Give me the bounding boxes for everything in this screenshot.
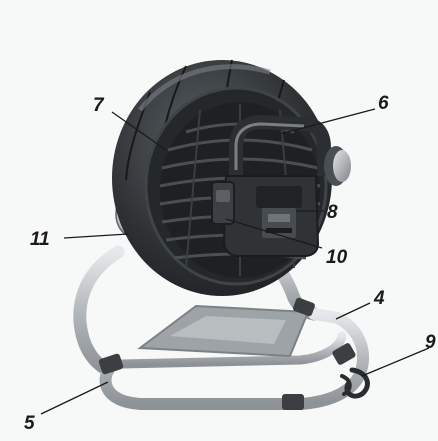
- leader-line-7: [111, 111, 167, 151]
- callout-8: 8: [327, 202, 338, 223]
- leader-line-9: [361, 347, 430, 377]
- leader-line-10: [225, 218, 323, 249]
- leader-line-6: [279, 108, 376, 135]
- leader-line-5: [40, 381, 109, 415]
- callout-9: 9: [425, 332, 436, 353]
- callout-5: 5: [24, 413, 35, 434]
- pivot-knob-right: [324, 146, 351, 186]
- battery-mount: [222, 175, 320, 257]
- base-frame: [73, 245, 369, 410]
- callout-6: 6: [378, 93, 389, 114]
- foot-front-left: [98, 353, 124, 375]
- foot-rear-right: [293, 297, 315, 317]
- foot-side-right: [332, 343, 356, 365]
- leader-lines: [40, 108, 430, 415]
- callout-10: 10: [326, 247, 348, 268]
- leader-line-11: [63, 233, 129, 239]
- callout-4: 4: [373, 288, 385, 309]
- carry-handle: [229, 115, 331, 176]
- callout-7: 7: [93, 95, 105, 116]
- hanging-hook: [340, 367, 370, 399]
- leader-line-4: [335, 302, 371, 320]
- speed-switch: [211, 181, 235, 225]
- callout-labels: 4 5 6 7 8 9 10 11: [24, 93, 436, 434]
- callout-11: 11: [30, 229, 50, 250]
- foot-front-right: [282, 394, 304, 410]
